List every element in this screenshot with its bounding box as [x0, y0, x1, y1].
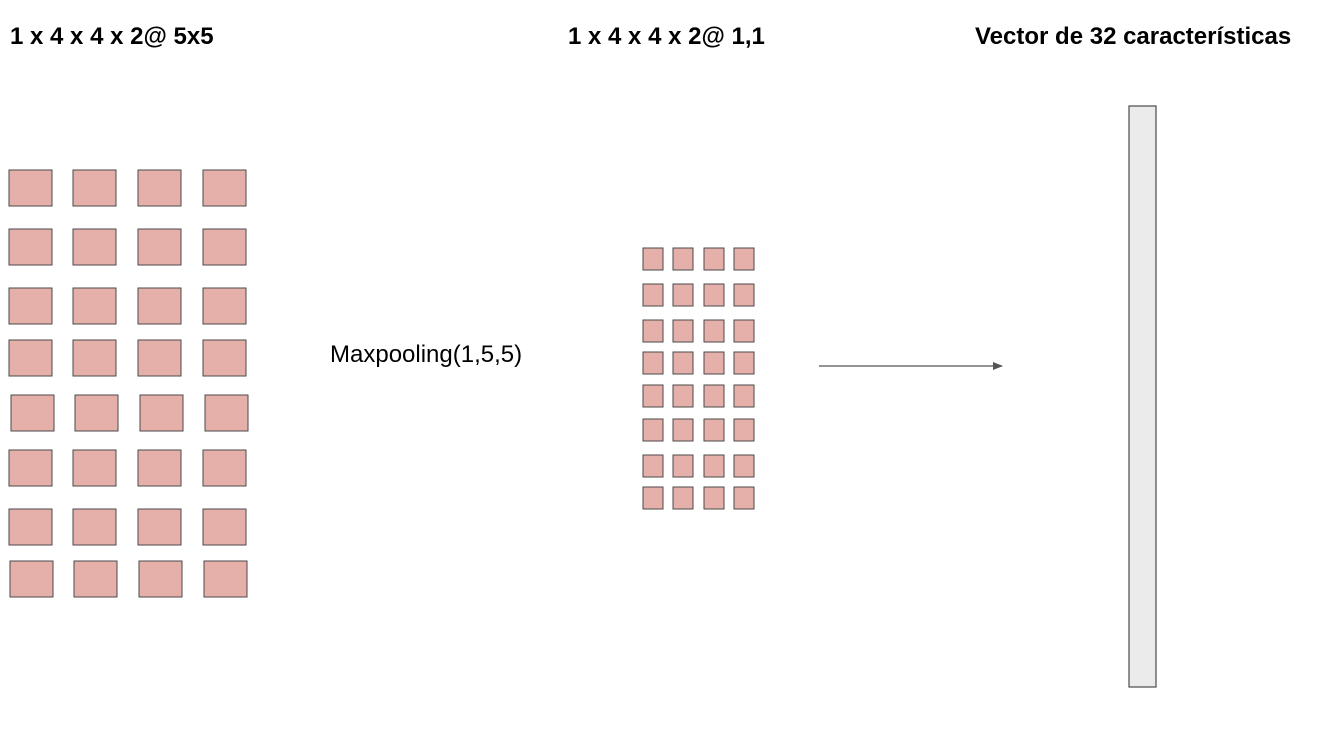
input-cell-r6-c3	[137, 449, 182, 487]
input-cell-r1-c1	[8, 169, 53, 207]
pooled-cell-r5-c4	[733, 384, 755, 408]
input-cell-r4-c1	[8, 339, 53, 377]
pooled-cell-r2-c4	[733, 283, 755, 307]
input-cell-r6-c4	[202, 449, 247, 487]
pooled-cell-r8-c4	[733, 486, 755, 510]
pooled-cell-r5-c2	[672, 384, 694, 408]
input-cell-r1-c2	[72, 169, 117, 207]
pooled-cell-r6-c1	[642, 418, 664, 442]
input-cell-r2-c4	[202, 228, 247, 266]
pooled-cell-r1-c2	[672, 247, 694, 271]
pooled-cell-r3-c4	[733, 319, 755, 343]
pooled-cell-r1-c4	[733, 247, 755, 271]
input-cell-r5-c4	[204, 394, 249, 432]
pooled-cell-r4-c4	[733, 351, 755, 375]
maxpooling-label: Maxpooling(1,5,5)	[330, 341, 523, 368]
pooled-cell-r8-c1	[642, 486, 664, 510]
input-cell-r2-c2	[72, 228, 117, 266]
pooled-cell-r7-c2	[672, 454, 694, 478]
pooled-feature-map-grid	[642, 247, 755, 510]
input-cell-r3-c1	[8, 287, 53, 325]
input-cell-r5-c2	[74, 394, 119, 432]
input-cell-r8-c1	[9, 560, 54, 598]
pooled-cell-r2-c2	[672, 283, 694, 307]
pooled-cell-r6-c2	[672, 418, 694, 442]
pooled-cell-r3-c2	[672, 319, 694, 343]
pooled-cell-r7-c3	[703, 454, 725, 478]
input-cell-r8-c3	[138, 560, 183, 598]
input-cell-r7-c2	[72, 508, 117, 546]
pooled-cell-r7-c1	[642, 454, 664, 478]
feature-vector-heading: Vector de 32 características	[975, 23, 1292, 50]
input-cell-r8-c2	[73, 560, 118, 598]
pooled-cell-r5-c1	[642, 384, 664, 408]
pooled-cell-r5-c3	[703, 384, 725, 408]
pooled-cell-r6-c4	[733, 418, 755, 442]
pooled-cell-r3-c1	[642, 319, 664, 343]
pooled-cell-r6-c3	[703, 418, 725, 442]
pooled-cell-r7-c4	[733, 454, 755, 478]
pooled-cell-r1-c3	[703, 247, 725, 271]
pooled-cell-r4-c3	[703, 351, 725, 375]
input-cell-r7-c1	[8, 508, 53, 546]
input-cell-r3-c2	[72, 287, 117, 325]
pooled-cell-r2-c3	[703, 283, 725, 307]
input-cell-r4-c2	[72, 339, 117, 377]
feature-vector-bar	[1128, 105, 1157, 688]
input-cell-r4-c3	[137, 339, 182, 377]
pooled-cell-r8-c3	[703, 486, 725, 510]
pooled-cell-r2-c1	[642, 283, 664, 307]
input-cell-r2-c3	[137, 228, 182, 266]
pooled-feature-maps-heading: 1 x 4 x 4 x 2@ 1,1	[568, 23, 765, 50]
pooled-cell-r4-c2	[672, 351, 694, 375]
input-cell-r6-c2	[72, 449, 117, 487]
input-cell-r5-c3	[139, 394, 184, 432]
input-feature-map-grid	[8, 169, 249, 598]
input-feature-maps-heading: 1 x 4 x 4 x 2@ 5x5	[10, 23, 214, 50]
input-cell-r4-c4	[202, 339, 247, 377]
input-cell-r1-c3	[137, 169, 182, 207]
input-cell-r7-c4	[202, 508, 247, 546]
input-cell-r3-c3	[137, 287, 182, 325]
input-cell-r3-c4	[202, 287, 247, 325]
pooled-cell-r3-c3	[703, 319, 725, 343]
input-cell-r2-c1	[8, 228, 53, 266]
input-cell-r8-c4	[203, 560, 248, 598]
input-cell-r6-c1	[8, 449, 53, 487]
pooled-cell-r4-c1	[642, 351, 664, 375]
pooled-cell-r8-c2	[672, 486, 694, 510]
input-cell-r5-c1	[10, 394, 55, 432]
input-cell-r1-c4	[202, 169, 247, 207]
pooled-cell-r1-c1	[642, 247, 664, 271]
input-cell-r7-c3	[137, 508, 182, 546]
